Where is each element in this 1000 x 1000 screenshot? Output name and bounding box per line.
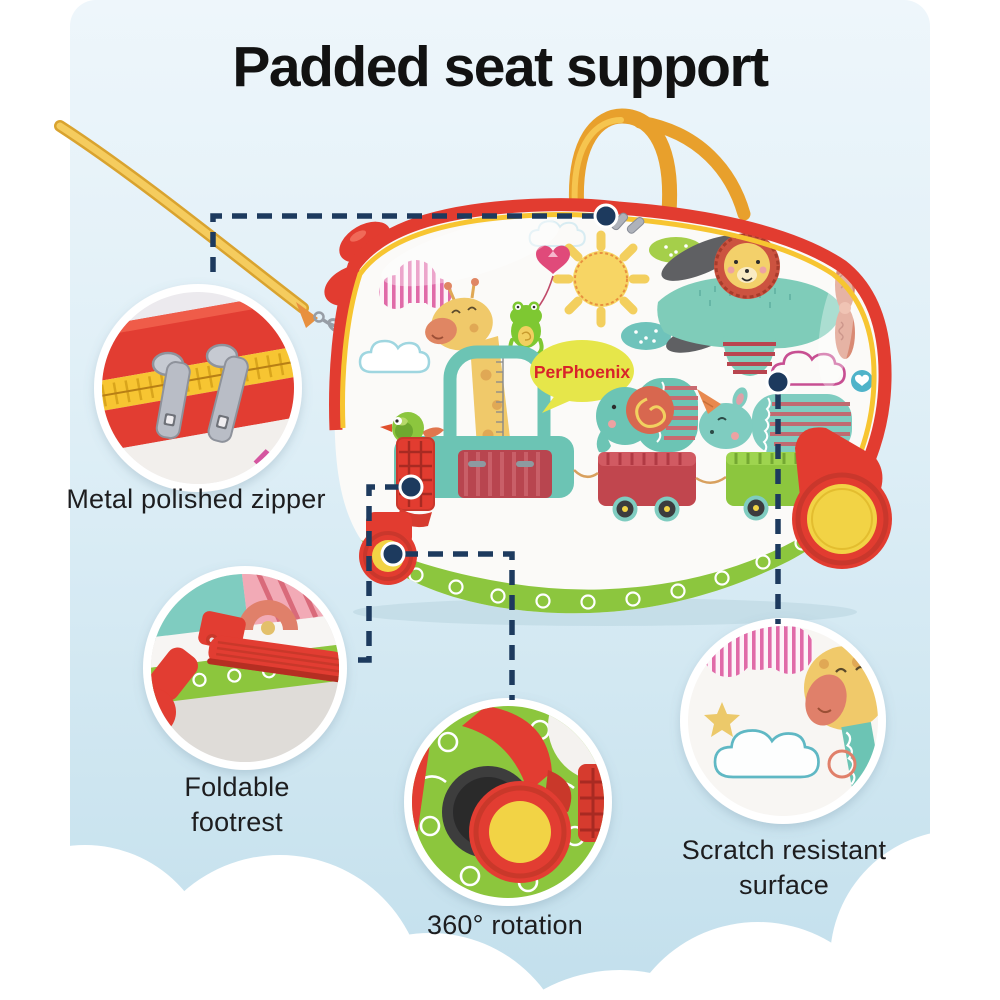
lion-icon: [714, 233, 780, 299]
pull-strap: [54, 120, 347, 334]
zipper-pull-left: [151, 351, 191, 440]
anchor-dot-rotation: [380, 541, 406, 567]
callout-label-rotation: 360° rotation: [426, 910, 583, 940]
pink-striped-cloud-icon: [379, 260, 452, 309]
toy-car-icon: [394, 345, 574, 498]
anchor-dot-footrest: [398, 474, 424, 500]
star-detail: [704, 702, 740, 737]
connector-rotation: [403, 551, 515, 700]
caster-wheel: [442, 706, 572, 883]
callout-label-footrest: Foldable footrest: [184, 772, 290, 837]
zoom-circle-wheel: [404, 698, 612, 906]
gloss-highlight: [381, 217, 559, 287]
suitcase: PerPhoenix: [324, 108, 892, 626]
heart-tag-icon: [851, 370, 873, 392]
callout-label-surface: Scratch resistant surface: [681, 835, 887, 900]
page-title: Padded seat support: [232, 35, 769, 99]
sun-icon: [552, 230, 650, 328]
arch-detail: [238, 600, 298, 630]
frog-icon: [508, 301, 544, 356]
anchor-dot-zipper: [593, 203, 619, 229]
teal-dotted-cloud-icon: [621, 322, 671, 350]
callout-connectors: [210, 203, 791, 700]
zoom-circle-zipper: [94, 284, 302, 492]
footrest-unfolded: [151, 611, 339, 736]
red-cart-icon: [573, 452, 727, 522]
zipper-pulls-icon: [611, 212, 645, 234]
callout-label-zipper: Metal polished zipper: [66, 484, 326, 514]
carry-handle: [568, 108, 751, 221]
connector-zipper: [210, 213, 596, 272]
brand-text: PerPhoenix: [534, 362, 631, 382]
anchor-dot-surface: [765, 369, 791, 395]
strap-tip: [296, 302, 318, 328]
bird-icon: [380, 412, 444, 444]
rear-wheel: [792, 427, 892, 569]
brand-bubble: PerPhoenix: [530, 340, 634, 413]
zipper-pull-right: [205, 343, 249, 443]
elephant-icon: [596, 378, 698, 453]
zoom-circle-surface: [680, 618, 886, 824]
connector-footrest: [350, 484, 400, 663]
case-red-trim: [329, 198, 892, 506]
